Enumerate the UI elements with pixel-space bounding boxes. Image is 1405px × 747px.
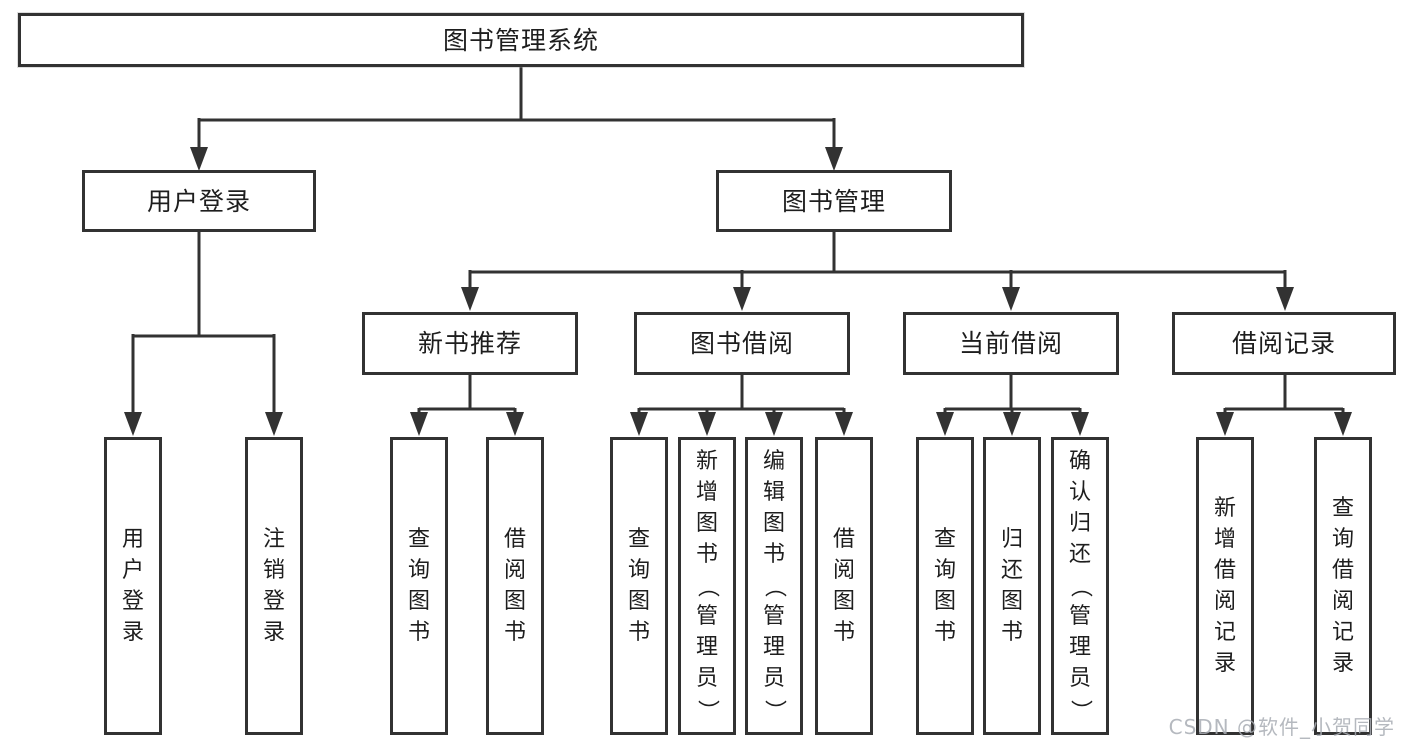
leaf-records-add-record: 新增借阅记录 (1196, 437, 1254, 735)
node-user-login-label: 用户登录 (146, 186, 251, 216)
leaf-current-return-book-label: 归还图书 (1000, 526, 1023, 645)
node-current-borrow: 当前借阅 (903, 312, 1119, 375)
node-new-book-recommend: 新书推荐 (362, 312, 578, 375)
leaf-user-login-label: 用户登录 (121, 526, 144, 645)
node-user-login: 用户登录 (82, 170, 316, 232)
node-borrow-records-label: 借阅记录 (1231, 329, 1336, 358)
node-new-book-recommend-label: 新书推荐 (417, 329, 522, 358)
node-current-borrow-label: 当前借阅 (958, 329, 1063, 358)
node-root-label: 图书管理系统 (442, 25, 599, 55)
leaf-user-login: 用户登录 (104, 437, 162, 735)
leaf-logout-label: 注销登录 (262, 526, 285, 645)
leaf-borrow-edit-book-admin: 编辑图书（管理员） (745, 437, 803, 735)
leaf-current-confirm-return-admin: 确认归还（管理员） (1051, 437, 1109, 735)
node-book-management: 图书管理 (716, 170, 952, 232)
leaf-logout: 注销登录 (245, 437, 303, 735)
leaf-recommend-borrow-book: 借阅图书 (486, 437, 544, 735)
leaf-records-query-record-label: 查询借阅记录 (1331, 495, 1354, 676)
leaf-borrow-edit-book-admin-label: 编辑图书（管理员） (762, 449, 787, 722)
node-root: 图书管理系统 (18, 13, 1024, 67)
arrowhead-icons (124, 147, 1352, 436)
leaf-recommend-borrow-book-label: 借阅图书 (503, 526, 526, 645)
leaf-borrow-borrow-book-label: 借阅图书 (832, 526, 855, 645)
leaf-recommend-query-book-label: 查询图书 (407, 526, 430, 645)
node-borrow-records: 借阅记录 (1172, 312, 1396, 375)
leaf-borrow-add-book-admin-label: 新增图书（管理员） (695, 449, 720, 722)
watermark: CSDN @软件_小贺同学 (1168, 715, 1395, 739)
leaf-current-query-book: 查询图书 (916, 437, 974, 735)
node-book-borrow-label: 图书借阅 (689, 329, 794, 358)
leaf-borrow-add-book-admin: 新增图书（管理员） (678, 437, 736, 735)
leaf-borrow-query-book-label: 查询图书 (627, 526, 650, 645)
leaf-current-query-book-label: 查询图书 (933, 526, 956, 645)
node-book-management-label: 图书管理 (781, 186, 886, 216)
node-book-borrow: 图书借阅 (634, 312, 850, 375)
leaf-recommend-query-book: 查询图书 (390, 437, 448, 735)
leaf-current-confirm-return-admin-label: 确认归还（管理员） (1068, 449, 1093, 722)
leaf-records-query-record: 查询借阅记录 (1314, 437, 1372, 735)
leaf-borrow-borrow-book: 借阅图书 (815, 437, 873, 735)
leaf-records-add-record-label: 新增借阅记录 (1213, 495, 1236, 676)
leaf-current-return-book: 归还图书 (983, 437, 1041, 735)
leaf-borrow-query-book: 查询图书 (610, 437, 668, 735)
